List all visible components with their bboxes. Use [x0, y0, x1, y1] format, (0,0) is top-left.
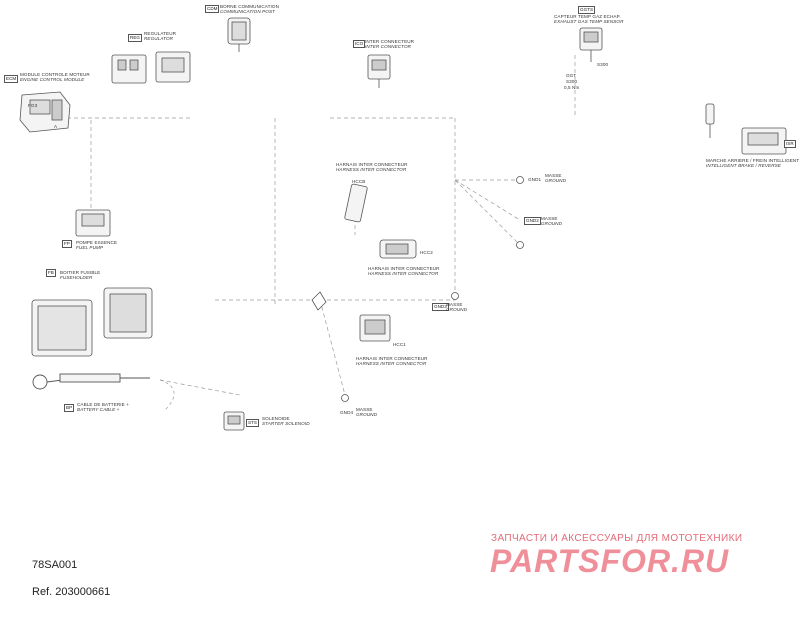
- sensor-callout-d: 0,5 Nm: [564, 85, 580, 90]
- watermark-logo: PARTSFOR.RU: [490, 543, 730, 579]
- communication-post-drawing: [227, 17, 251, 52]
- harness-line-mid-down: [319, 299, 346, 396]
- sensor-callout-c: S300: [566, 79, 578, 84]
- ecm-drawing: [19, 91, 71, 133]
- ground-symbols: [341, 176, 524, 402]
- inter-connector-drawing: [367, 54, 391, 88]
- sensor-callout-b: GGT: [566, 73, 577, 78]
- starter-solenoid-drawing: [223, 411, 245, 431]
- harness-low-code: HCC1: [393, 342, 406, 347]
- regulator-code: REG: [128, 34, 142, 42]
- ecm-callout-2: A: [54, 124, 58, 129]
- temp-sensor-drawing: [579, 27, 603, 62]
- inter-connector-code: ICO: [353, 40, 366, 48]
- fuel-pump-drawing: [75, 209, 111, 237]
- comm-post-code: CDM: [205, 5, 220, 13]
- center-connector-drawing: [311, 291, 327, 311]
- ground-4-code: GND4: [340, 410, 354, 415]
- starter-solenoid-code: STS: [246, 419, 259, 427]
- battery-cable-drawing: [32, 373, 150, 390]
- watermark-tagline: ЗАПЧАСТИ И АКСЕССУАРЫ ДЛЯ МОТОТЕХНИКИ: [491, 533, 743, 544]
- ecm-callout: FG3: [28, 103, 38, 108]
- battery-cable-code: BP: [64, 404, 75, 412]
- harness-line-ground-2: [454, 179, 521, 246]
- fuel-pump-code: FP: [62, 240, 72, 248]
- regulator-drawing: [111, 51, 191, 84]
- harness-line-battery: [159, 379, 175, 411]
- reference-number: Ref. 203000661: [32, 586, 111, 598]
- harness-connector-low-drawing: [359, 314, 391, 342]
- temp-sensor-label: CAPTEUR TEMP GAZ ECHAP.EXHAUST GAS TEMP …: [554, 14, 624, 25]
- ecm-code: ECM: [4, 75, 19, 83]
- harness-line-ground-3: [454, 179, 521, 221]
- diagram-id: 78SA001: [32, 559, 78, 571]
- harness-connector-mid-drawing: [379, 239, 417, 259]
- ibr-code: ISR: [784, 140, 796, 148]
- ground-2-code: GND2: [524, 217, 541, 225]
- battery-cable-label: CABLE DE BATTERIE +BATTERY CABLE +: [77, 402, 129, 413]
- sensor-callout-a: S300: [597, 62, 609, 67]
- fuse-box-code: FB: [46, 269, 56, 277]
- intelligent-brake-drawing: [705, 103, 787, 155]
- temp-sensor-code: GGTS: [578, 6, 596, 14]
- harness-mid-code: HCC2: [420, 250, 433, 255]
- ground-3-code: GND3: [432, 303, 449, 311]
- ground-1-code: GND1: [528, 177, 542, 182]
- fuse-box-drawing: [31, 287, 153, 357]
- harness-connector-top-drawing: [344, 183, 368, 223]
- harness-top-code: HCCB: [352, 179, 366, 184]
